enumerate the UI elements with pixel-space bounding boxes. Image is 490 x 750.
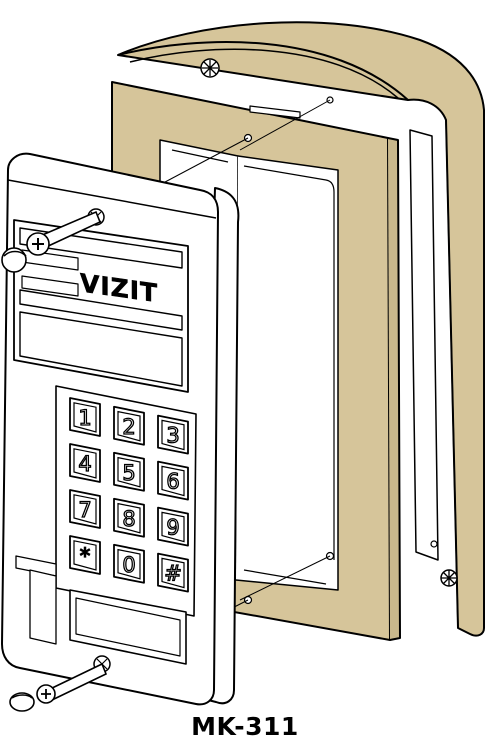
mounting-screw-bottom — [36, 662, 108, 704]
key-label: * — [80, 544, 91, 568]
key-5[interactable]: 5 — [113, 451, 145, 492]
key-label: 8 — [122, 507, 135, 531]
key-star[interactable]: * — [69, 535, 101, 575]
key-6[interactable]: 6 — [157, 460, 189, 501]
key-label: 9 — [166, 516, 179, 540]
key-label: 5 — [122, 461, 135, 485]
key-4[interactable]: 4 — [69, 443, 101, 483]
hood-screw-bottom-icon — [440, 569, 458, 587]
protective-hood — [117, 21, 485, 637]
hood-screw-top-icon — [200, 58, 220, 78]
key-label: # — [164, 562, 182, 586]
key-label: 4 — [78, 452, 91, 476]
key-8[interactable]: 8 — [113, 497, 145, 538]
key-label: 3 — [166, 424, 179, 448]
key-0[interactable]: 0 — [113, 543, 145, 584]
mounting-screw-top — [26, 210, 102, 256]
key-7[interactable]: 7 — [69, 489, 101, 529]
keypad: 1 2 3 4 5 6 7 8 9 * 0 # — [69, 397, 189, 593]
key-3[interactable]: 3 — [157, 414, 189, 455]
key-label: 6 — [166, 470, 179, 494]
screw-cap-top — [1, 247, 27, 273]
key-label: 0 — [122, 553, 135, 577]
key-1[interactable]: 1 — [69, 397, 101, 437]
screw-cap-bottom — [9, 692, 35, 712]
key-2[interactable]: 2 — [113, 405, 145, 446]
key-label: 7 — [78, 498, 91, 522]
key-9[interactable]: 9 — [157, 506, 189, 547]
key-label: 2 — [122, 415, 135, 439]
key-label: 1 — [78, 406, 91, 430]
model-caption: MK-311 — [191, 712, 299, 741]
key-hash[interactable]: # — [157, 552, 189, 593]
